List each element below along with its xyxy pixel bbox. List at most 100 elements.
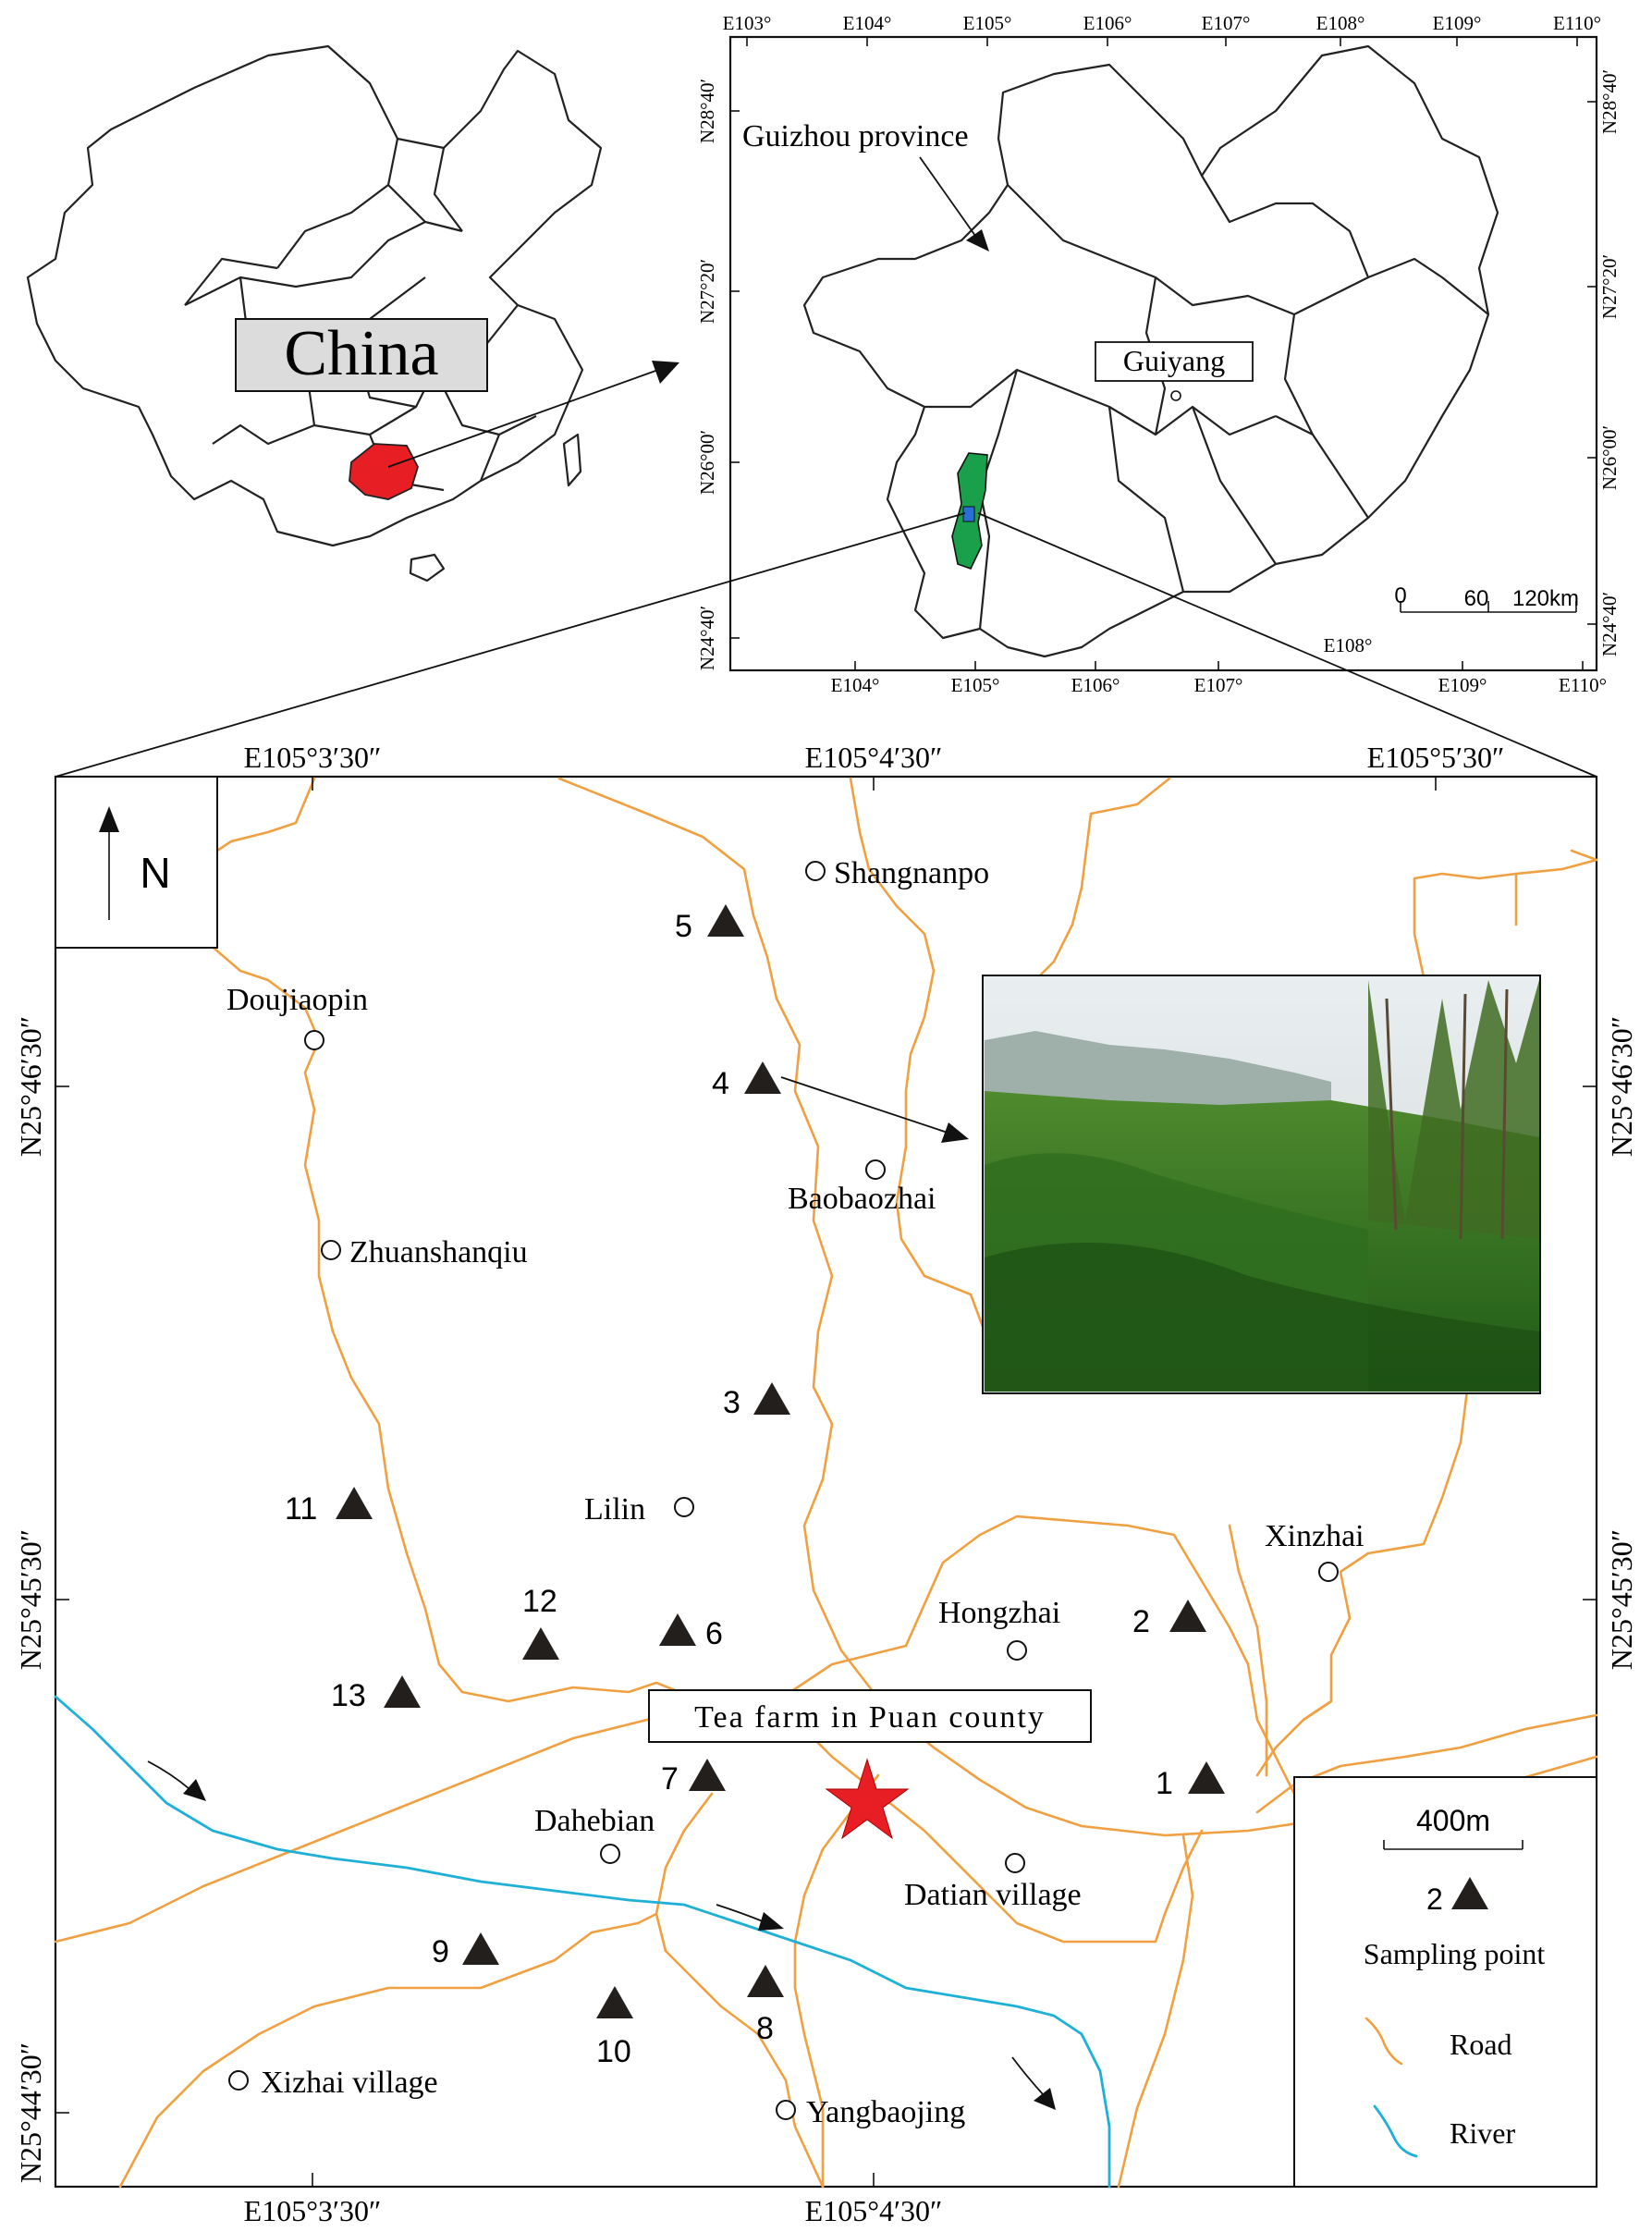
top-tick-7: E110°	[1553, 12, 1601, 34]
top-tick-3: E106°	[1083, 12, 1132, 34]
left-tick-1: N27°20′	[696, 259, 718, 324]
bottom-tick-6: E110°	[1559, 674, 1607, 696]
guiyang-label: Guiyang	[1123, 344, 1225, 377]
village-zhuanshanqiu: Zhuanshanqiu	[349, 1235, 528, 1269]
sampling-point-2	[1169, 1600, 1206, 1632]
sampling-point-7	[689, 1759, 726, 1791]
left-tick-3: N24°40′	[696, 606, 718, 670]
sampling-label-4: 4	[712, 1066, 729, 1101]
sampling-point-11	[336, 1487, 373, 1519]
guiyang-label-box	[1095, 341, 1254, 382]
taiwan-island	[562, 433, 582, 487]
sampling-points: 1 2 3 4 5 6 7 8 9 10 11 12 13	[285, 904, 1225, 2069]
right-tick-2: N26°00′	[1598, 425, 1621, 490]
sampling-point-3	[753, 1382, 790, 1415]
guiyang-dot	[1170, 390, 1181, 401]
scale-label-60: 60	[1464, 586, 1489, 611]
north-label: N	[140, 849, 170, 897]
sampling-label-11: 11	[285, 1491, 317, 1527]
study-top-tick-0: E105°3′30″	[244, 741, 382, 774]
guizhou-map: Guizhou province Guiyang 0 60 120km E103…	[696, 12, 1621, 696]
tea-plantation-photo	[982, 975, 1541, 1394]
legend-river-icon	[1373, 2104, 1418, 2158]
top-tick-1: E104°	[843, 12, 892, 34]
study-area-map: E105°3′30″ E105°4′30″ E105°5′30″ E105°3′…	[14, 741, 1638, 2227]
sampling-label-2: 2	[1132, 1604, 1150, 1639]
guizhou-bottom-ticks: E104° E105° E106° E107° E108° E109° E110…	[831, 634, 1607, 696]
guizhou-arrow-head	[966, 229, 989, 251]
village-doujiaopin: Doujiaopin	[226, 983, 368, 1017]
guizhou-label-arrow	[919, 156, 976, 237]
north-arrow-icon	[99, 806, 119, 832]
legend-river-label: River	[1450, 2116, 1515, 2150]
study-right-tick-0: N25°46′30″	[1605, 1016, 1638, 1157]
guizhou-left-ticks: N28°40′ N27°20′ N26°00′ N24°40′	[696, 79, 740, 670]
zoom-connector-left	[55, 512, 966, 778]
sampling-label-7: 7	[661, 1761, 679, 1797]
tea-farm-label-box	[648, 1689, 1092, 1743]
sampling-label-3: 3	[723, 1385, 740, 1420]
study-left-ticks: N25°46′30″ N25°45′30″ N25°44′30″	[14, 1016, 69, 2183]
scale-label-120km: 120km	[1512, 586, 1579, 611]
village-datian: Datian village	[904, 1878, 1082, 1912]
village-hongzhai: Hongzhai	[938, 1596, 1060, 1630]
study-top-tick-1: E105°4′30″	[805, 741, 943, 774]
legend-sample-number: 2	[1426, 1882, 1443, 1916]
study-left-tick-2: N25°44′30″	[14, 2042, 47, 2183]
china-to-guizhou-arrow	[387, 369, 659, 468]
legend-scale-label: 400m	[1416, 1804, 1490, 1837]
village-xizhai: Xizhai village	[261, 2066, 438, 2100]
top-tick-6: E109°	[1433, 12, 1482, 34]
guizhou-highlight	[349, 443, 419, 500]
sampling-label-12: 12	[522, 1584, 557, 1619]
legend-road-icon	[1364, 2017, 1403, 2066]
scale-label-0: 0	[1394, 583, 1406, 608]
river-flow-arrows	[147, 1760, 1056, 2110]
right-tick-0: N28°40′	[1598, 69, 1621, 134]
legend-road-label: Road	[1450, 2028, 1512, 2061]
bottom-tick-3: E107°	[1194, 674, 1243, 696]
village-yangbaojing: Yangbaojing	[806, 2095, 965, 2129]
top-tick-4: E107°	[1202, 12, 1251, 34]
village-shangnanpo: Shangnanpo	[834, 856, 989, 890]
legend-triangle-icon	[1451, 1877, 1488, 1909]
sampling-label-8: 8	[756, 2011, 774, 2046]
sampling-point-9	[462, 1932, 499, 1965]
village-dahebian: Dahebian	[534, 1804, 655, 1838]
legend: 400m 2 Sampling point Road River	[1293, 1776, 1597, 2188]
zoom-connector-right	[977, 512, 1597, 778]
top-tick-5: E108°	[1316, 12, 1365, 34]
sampling-label-6: 6	[705, 1616, 723, 1651]
tea-farm-star	[825, 1758, 910, 1840]
study-right-tick-1: N25°45′30″	[1605, 1529, 1638, 1670]
top-tick-0: E103°	[723, 12, 772, 34]
sampling-point-13	[384, 1675, 421, 1708]
china-outline	[26, 44, 603, 547]
photo-pointer-head	[941, 1122, 969, 1143]
china-map: China	[26, 44, 679, 583]
study-top-ticks: E105°3′30″ E105°4′30″ E105°5′30″	[244, 741, 1505, 791]
left-tick-0: N28°40′	[696, 79, 718, 143]
sampling-point-4	[744, 1061, 781, 1094]
legend-box	[1293, 1776, 1597, 2188]
study-top-tick-2: E105°5′30″	[1367, 741, 1505, 774]
tea-farm-label: Tea farm in Puan county	[694, 1700, 1046, 1735]
hainan-island	[409, 553, 446, 583]
north-arrow: N	[55, 776, 218, 949]
china-label-box	[235, 318, 488, 392]
study-bottom-ticks: E105°3′30″ E105°4′30″	[244, 2173, 943, 2227]
study-bottom-tick-1: E105°4′30″	[805, 2194, 943, 2227]
sampling-label-1: 1	[1156, 1766, 1173, 1801]
village-xinzhai: Xinzhai	[1265, 1519, 1364, 1553]
bottom-tick-2: E106°	[1071, 674, 1120, 696]
sampling-label-5: 5	[675, 909, 692, 944]
study-right-ticks: N25°46′30″ N25°45′30″	[1583, 1016, 1638, 1670]
bottom-tick-5: E109°	[1438, 674, 1487, 696]
study-left-tick-1: N25°45′30″	[14, 1529, 47, 1670]
photo-pointer-line	[780, 1076, 948, 1134]
villages: Shangnanpo Doujiaopin Baobaozhai Zhuansh…	[226, 856, 1364, 2129]
bottom-tick-0: E104°	[831, 674, 880, 696]
bottom-tick-4: E108°	[1324, 634, 1373, 656]
sampling-label-9: 9	[432, 1934, 449, 1969]
